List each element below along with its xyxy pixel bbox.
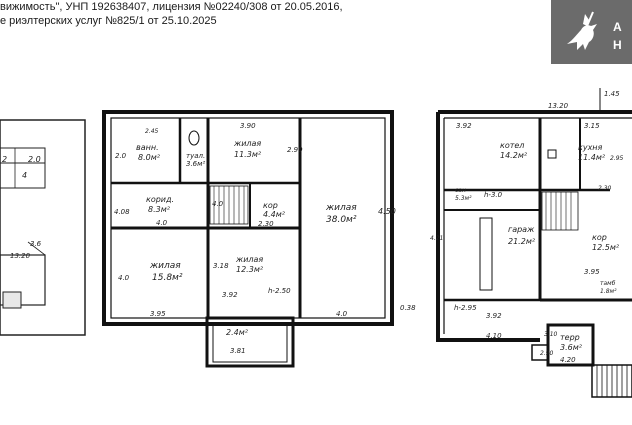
right-dim-15: 3.10 xyxy=(544,331,558,338)
right-room-4-area: 21.2м² xyxy=(508,237,536,246)
left-plan-stamp xyxy=(2,291,22,309)
mid-dim-11: 3.81 xyxy=(230,347,246,355)
right-room-6-area: 1.8м² xyxy=(600,288,617,295)
right-room-3-area: 5.3м² xyxy=(455,195,472,202)
right-room-4-name: гараж xyxy=(508,225,535,234)
right-dim-5: h-3.0 xyxy=(484,191,503,199)
right-room-2-name: кухня xyxy=(578,143,603,152)
license-watermark: вижимость", УНП 192638407, лицензия №022… xyxy=(0,0,343,28)
left-plan-border xyxy=(0,119,86,336)
mid-room-7-area: 15.8м² xyxy=(152,273,183,283)
stove-icon xyxy=(547,149,557,159)
right-room-5-area: 12.5м² xyxy=(592,243,620,252)
mid-dim-7: h-2.50 xyxy=(268,287,291,295)
mid-dim-13: 0.38 xyxy=(400,304,416,312)
right-dim-11: 2.95 xyxy=(610,155,624,162)
right-room-5-name: кор xyxy=(592,233,607,242)
left-plan xyxy=(0,119,86,336)
right-room-2-area: 11.4м² xyxy=(578,153,606,162)
mid-room-9-area: 2.4м² xyxy=(226,328,249,337)
right-room-3-name: сан xyxy=(455,187,466,194)
mid-room-2-area: 3.6м² xyxy=(186,160,205,168)
mid-room-4-area: 8.3м² xyxy=(148,205,171,214)
mid-dim-2: 2.90 xyxy=(287,146,303,154)
left-dim-3: 3.6 xyxy=(30,240,42,248)
right-room-7-name: терр xyxy=(560,333,580,342)
right-dim-2: 1.45 xyxy=(604,90,620,98)
right-dim-10: 4.20 xyxy=(560,356,576,364)
agency-logo[interactable]: А Н xyxy=(551,0,632,64)
mid-dim-8: 3.95 xyxy=(150,310,166,318)
mid-dim-17: 4.0 xyxy=(212,200,224,208)
mid-room-3-area: 11.3м² xyxy=(234,150,262,159)
right-dim-8: 4.10 xyxy=(486,332,502,340)
right-room-1-name: котел xyxy=(500,141,524,150)
middle-plan xyxy=(102,110,394,368)
right-dim-14: 2.90 xyxy=(540,350,554,357)
mid-dim-5: 2.30 xyxy=(258,220,274,228)
right-plan xyxy=(436,88,632,398)
mid-dim-14: 4.0 xyxy=(118,274,130,282)
brand-text-2: Н xyxy=(613,38,622,52)
right-room-7-area: 3.6м² xyxy=(560,343,583,352)
mid-dim-12: 4.50 xyxy=(378,207,396,216)
right-dim-12: 2.30 xyxy=(598,185,612,192)
garage-pit xyxy=(479,217,493,291)
right-room-1-area: 14.2м² xyxy=(500,151,528,160)
left-dim-2: 2.0 xyxy=(28,155,41,164)
mid-dim-3: 2.0 xyxy=(115,152,127,160)
mid-room-5-name: кор xyxy=(263,201,278,210)
left-mark-1: 4 xyxy=(22,171,27,180)
right-outer-left xyxy=(436,112,540,342)
right-dim-1: 13.20 xyxy=(548,102,569,110)
mid-room-7-name: жилая xyxy=(149,261,181,271)
left-dim-1: 2 xyxy=(2,155,7,164)
mid-dim-4: 4.0 xyxy=(156,219,168,227)
mid-dim-6: 3.92 xyxy=(222,291,238,299)
right-room-6-name: тамб xyxy=(600,280,616,287)
mid-room-8-name: жилая xyxy=(235,255,263,264)
right-dim-3: 3.92 xyxy=(456,122,472,130)
mid-dim-10: 3.18 xyxy=(213,262,229,270)
toilet-icon xyxy=(188,130,200,146)
left-dim-4: 13.20 xyxy=(10,252,31,260)
brand-text-1: А xyxy=(613,20,622,34)
mid-dim-16: 4.08 xyxy=(114,208,130,216)
watermark-line-1: вижимость", УНП 192638407, лицензия №022… xyxy=(0,1,343,13)
mid-room-6-area: 38.0м² xyxy=(326,215,357,225)
mid-room-5-area: 4.4м² xyxy=(263,210,286,219)
right-stairs xyxy=(541,191,579,231)
mid-room-6-name: жилая xyxy=(325,203,357,213)
mid-room-2-name: туал. xyxy=(186,152,205,160)
left-plan-block xyxy=(0,147,46,189)
left-plan-outline xyxy=(0,254,46,306)
middle-balcony xyxy=(205,316,295,368)
mid-room-8-area: 12.3м² xyxy=(236,265,264,274)
mid-room-1-name: ванн. xyxy=(136,143,159,152)
right-dim-9: 3.95 xyxy=(584,268,600,276)
mid-dim-9: 4.0 xyxy=(336,310,348,318)
right-dim-7: 3.92 xyxy=(486,312,502,320)
mid-dim-1: 3.90 xyxy=(240,122,256,130)
right-dim-4: 3.15 xyxy=(584,122,600,130)
right-dim-6: h-2.95 xyxy=(454,304,477,312)
right-dim-13: 4.21 xyxy=(430,235,443,242)
knight-on-horse-icon xyxy=(567,11,597,50)
mid-room-4-name: корид. xyxy=(146,195,174,204)
watermark-line-2: е риэлтерских услуг №825/1 от 25.10.2025 xyxy=(0,15,217,27)
mid-room-1-area: 8.0м² xyxy=(138,153,161,162)
mid-dim-15: 2.45 xyxy=(145,128,159,135)
mid-room-3-name: жилая xyxy=(233,139,261,148)
